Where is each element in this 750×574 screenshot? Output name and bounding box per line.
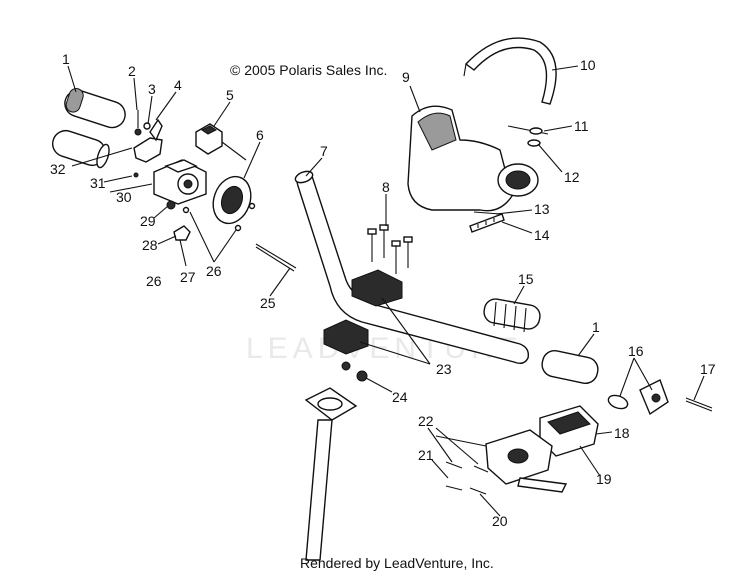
callout-16: 16: [628, 343, 644, 359]
callout-1: 1: [62, 51, 70, 67]
bar-pad-part: [463, 37, 557, 105]
callout-8: 8: [382, 179, 390, 195]
callout-10: 10: [580, 57, 596, 73]
callout-26-left: 26: [146, 273, 162, 289]
throttle-screws-part: [133, 110, 163, 163]
throttle-housing-part: [153, 159, 207, 205]
throttle-cable-part: [255, 243, 297, 272]
callout-28: 28: [142, 237, 158, 253]
callout-7: 7: [320, 143, 328, 159]
handlebar-pad-part: [407, 105, 539, 212]
callout-17: 17: [700, 361, 716, 377]
callout-21: 21: [418, 447, 434, 463]
footer-credit: Rendered by LeadVenture, Inc.: [300, 555, 494, 571]
callout-1-right: 1: [592, 319, 600, 335]
callout-32: 32: [50, 161, 66, 177]
leader-lines: [67, 65, 705, 517]
handlebar-clamps-part: [323, 269, 403, 355]
callout-27: 27: [180, 269, 196, 285]
callout-3: 3: [148, 81, 156, 97]
right-grip-part: [483, 298, 541, 333]
brake-master-part: [435, 405, 599, 493]
pad-hardware-part: [507, 125, 549, 147]
callout-5: 5: [226, 87, 234, 103]
steering-post-part: [304, 387, 358, 561]
callout-31: 31: [90, 175, 106, 191]
clamp-nuts-part: [341, 361, 368, 382]
callout-19: 19: [596, 471, 612, 487]
switch-part: [195, 123, 247, 161]
pad-strap-part: [469, 211, 505, 233]
callout-labels: 1 2 3 4 5 6 7 8 9 10 11 12 13 14 15 1 16…: [50, 51, 716, 529]
callout-24: 24: [392, 389, 408, 405]
copyright-note: © 2005 Polaris Sales Inc.: [230, 62, 387, 78]
callout-2: 2: [128, 63, 136, 79]
callout-25: 25: [260, 295, 276, 311]
callout-4: 4: [174, 77, 182, 93]
callout-13: 13: [534, 201, 550, 217]
left-grip-part: [51, 88, 126, 169]
callout-23: 23: [436, 361, 452, 377]
callout-9: 9: [402, 69, 410, 85]
callout-18: 18: [614, 425, 630, 441]
callout-20: 20: [492, 513, 508, 529]
callout-14: 14: [534, 227, 550, 243]
callout-15: 15: [518, 271, 534, 287]
callout-11: 11: [574, 118, 589, 134]
callout-26-right: 26: [206, 263, 222, 279]
throttle-cover-part: [212, 175, 256, 232]
right-sleeve-part: [541, 349, 599, 385]
callout-29: 29: [140, 213, 156, 229]
callout-12: 12: [564, 169, 580, 185]
callout-30: 30: [116, 189, 132, 205]
bar-end-part: [607, 379, 669, 416]
handlebar-bolts-part: [367, 224, 413, 274]
callout-22: 22: [418, 413, 434, 429]
bar-end-bolt-part: [685, 397, 713, 412]
small-hardware-part: [133, 172, 191, 241]
callout-6: 6: [256, 127, 264, 143]
brake-screws-part: [445, 461, 489, 495]
